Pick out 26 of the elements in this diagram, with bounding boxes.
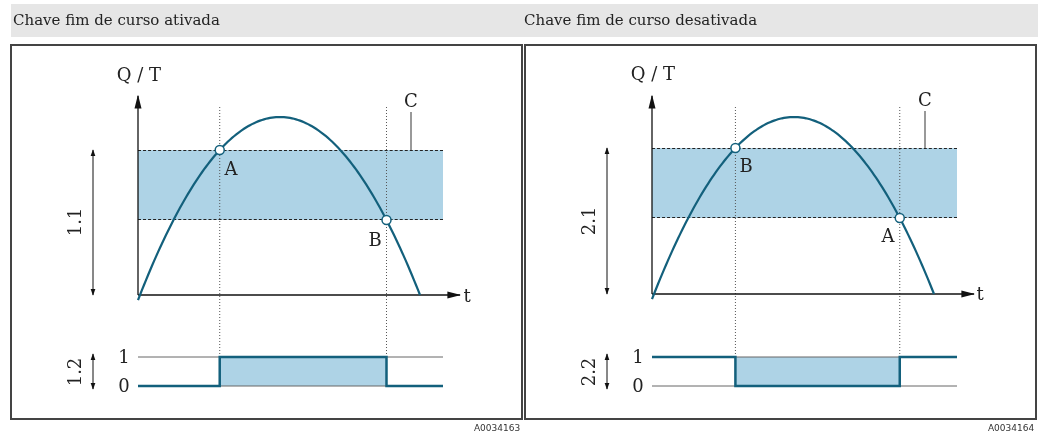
axis-label: t xyxy=(976,285,984,303)
hysteresis-band xyxy=(652,148,957,218)
callout-letter: C xyxy=(918,91,932,109)
axis-label: t xyxy=(463,287,471,305)
point-label: A xyxy=(224,160,238,178)
axis-label: Q / T xyxy=(630,65,676,83)
section-header: Chave fim de curso ativada xyxy=(11,4,522,37)
point-label: B xyxy=(368,231,382,249)
dimension-label: 2.2 xyxy=(580,357,598,387)
figure-id: A0034163 xyxy=(473,423,521,433)
level-label: 1 xyxy=(632,348,644,366)
point-label: A xyxy=(881,227,895,245)
dimension-label: 1.1 xyxy=(66,207,84,237)
point-label: B xyxy=(739,157,753,175)
level-label: 0 xyxy=(118,377,130,395)
leader-line xyxy=(924,110,926,149)
dimension-label: 2.1 xyxy=(580,206,598,236)
leader-line xyxy=(410,111,412,151)
figure-id: A0034164 xyxy=(987,423,1035,433)
hysteresis-band xyxy=(138,150,443,220)
dimension-label: 1.2 xyxy=(66,357,84,387)
level-label: 1 xyxy=(118,348,130,366)
axis-label: Q / T xyxy=(116,66,162,84)
section-header: Chave fim de curso desativada xyxy=(522,4,1038,37)
callout-letter: C xyxy=(404,92,418,110)
level-label: 0 xyxy=(632,377,644,395)
